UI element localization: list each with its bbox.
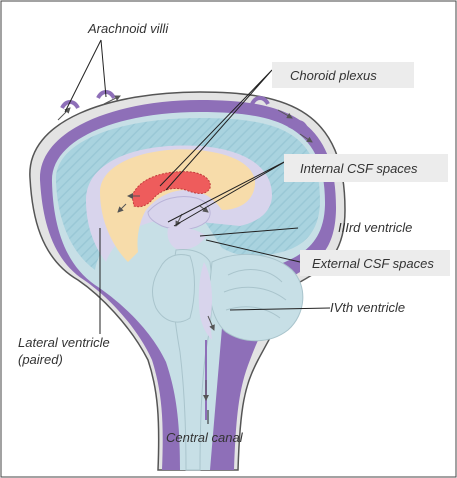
label-internal-csf: Internal CSF spaces	[300, 161, 418, 176]
label-choroid-plexus: Choroid plexus	[290, 68, 377, 83]
label-fourth-ventricle: IVth ventricle	[330, 300, 405, 315]
cerebellum	[210, 254, 303, 340]
label-lateral-ventricle-paired: (paired)	[18, 352, 63, 367]
label-third-ventricle: IIIrd ventricle	[338, 220, 412, 235]
label-arachnoid-villi: Arachnoid villi	[87, 21, 169, 36]
label-lateral-ventricle: Lateral ventricle	[18, 335, 110, 350]
label-external-csf: External CSF spaces	[312, 256, 434, 271]
label-central-canal: Central canal	[166, 430, 244, 445]
